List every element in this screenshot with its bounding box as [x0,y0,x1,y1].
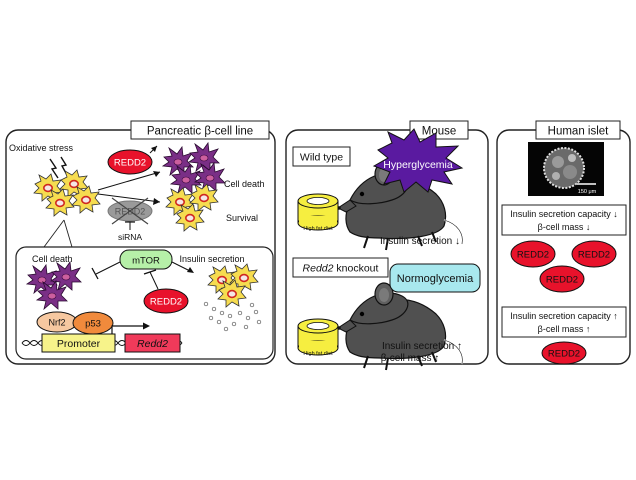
wild-type-label: Wild type [300,152,343,164]
knockout-box [292,257,389,278]
low-insulin-capacity-label: Insulin secretion capacity ↓ [510,209,618,219]
wt-high-fat-diet-label: High fat diet [303,226,333,232]
redd2-label: REDD2 [114,158,146,169]
redd2-high-2-label: REDD2 [578,250,610,261]
arrow-to-death [97,171,161,191]
transcription-arrow [111,325,146,334]
high-insulin-capacity-label: Insulin secretion capacity ↑ [510,311,618,321]
ko-food-pellet [297,318,339,356]
human-panel-title: Human islet [548,126,610,138]
insulin-granules [203,301,262,332]
human-title-box [535,120,621,140]
nrf2-label: Nrf2 [48,318,65,328]
high-beta-mass-label: β-cell mass ↑ [538,324,591,334]
normoglycemia-label: Normoglycemia [397,273,474,285]
wt-insulin-secretion-label: Insulin secretion ↓ [380,236,460,247]
beta-panel-title: Pancreatic β-cell line [147,126,253,138]
hyperglycemia-burst [372,128,464,193]
redd2-high-3-label: REDD2 [546,275,578,286]
redd2-gene-box [124,333,181,353]
inset-insulin-secretion-label: Insulin secretion [179,254,244,264]
redd2-low-label: REDD2 [548,349,580,360]
arrow-to-survival [97,193,161,203]
knockout-suffix-text: knockout [334,263,379,275]
redd2-oval-high-3 [539,265,585,293]
islet-micrograph: 150 μm [528,142,604,196]
redd2-oval-low [541,341,587,365]
redd2-high-1-label: REDD2 [517,250,549,261]
low-expression-box [501,204,627,236]
low-beta-mass-label: β-cell mass ↓ [538,222,591,232]
knockout-label: Redd2 knockout [303,263,379,275]
redd2-oval-high-1 [510,240,556,268]
normoglycemia-box [389,263,481,293]
hyperglycemia-label: Hyperglycemia [383,159,453,171]
sirna-label: siRNA [118,232,142,242]
wild-type-box [292,146,351,167]
ko-high-fat-diet-label: High fat diet [303,351,333,357]
beta-cell-panel: Pancreatic β-cell line Oxidative stress … [5,120,276,365]
mouse-panel: Mouse Wild type Hyperglycemia High fat d… [285,120,489,371]
knockout-gene-text: Redd2 [303,263,334,275]
scale-bar-label: 150 μm [578,189,597,195]
promoter-label: Promoter [57,338,101,350]
ko-beta-cell-mass-label: β-cell mass ↑ [381,353,440,364]
mouse-panel-title: Mouse [422,126,457,138]
lightning-bolt-icon [49,158,59,179]
oxidative-stress-label: Oxidative stress [9,143,74,153]
mtor-box [119,249,173,270]
beta-title-box [130,120,270,140]
cell-death-label: Cell death [224,179,265,189]
ko-insulin-secretion-label: Insulin secretion ↑ [382,341,462,352]
inset-redd2-oval [143,288,189,314]
redd2-gene-label: Redd2 [137,338,168,350]
wt-food-pellet [297,193,339,231]
p53-label: p53 [85,319,101,330]
survival-label: Survival [226,213,258,223]
redd2-oval [107,149,153,175]
mechanism-inset: Cell death Insulin secretion mTOR REDD2 [15,246,274,360]
human-islet-panel: Human islet 150 μm Insulin secretion cap… [496,120,631,365]
inset-cell-death-label: Cell death [32,254,73,264]
mtor-label: mTOR [132,256,160,267]
redd2-knockdown: REDD2 [107,197,153,230]
high-capacity-box [501,306,627,338]
mouse-title-box [409,120,469,140]
inset-redd2-label: REDD2 [150,297,182,308]
redd2-oval-high-2 [571,240,617,268]
promoter-box [41,333,116,353]
